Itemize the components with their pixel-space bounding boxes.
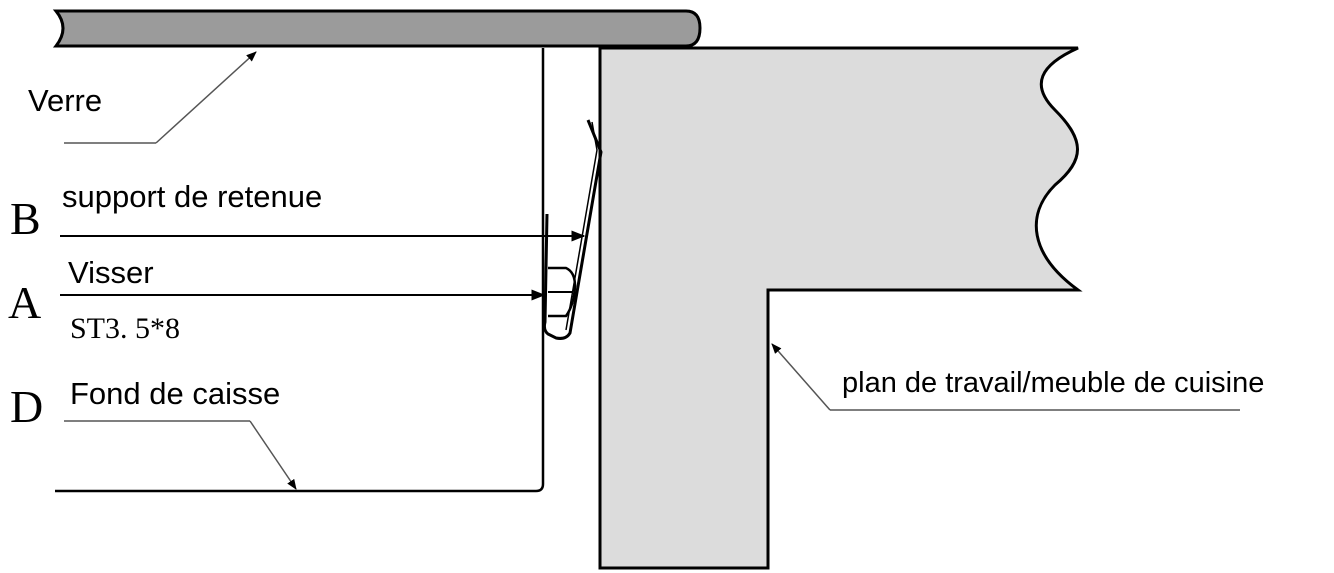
glass-panel <box>52 9 702 48</box>
retaining-clip-inner <box>565 121 598 331</box>
label-visser: Visser <box>68 255 154 290</box>
letter-d: D <box>10 381 43 432</box>
screw-head <box>548 266 577 318</box>
label-support: support de retenue <box>62 179 322 214</box>
box-bottom-outline <box>55 48 545 493</box>
letter-b: B <box>10 193 41 244</box>
label-verre: Verre <box>28 83 102 118</box>
fond-leader-arrow <box>249 420 297 490</box>
label-fond: Fond de caisse <box>70 376 280 411</box>
label-screw-spec: ST3. 5*8 <box>70 312 180 345</box>
retaining-clip <box>542 119 603 340</box>
letter-a: A <box>8 277 41 328</box>
verre-leader-arrow <box>155 51 257 144</box>
label-plan: plan de travail/meuble de cuisine <box>842 367 1264 399</box>
countertop-shape <box>598 46 1083 570</box>
plan-leader-arrow <box>771 343 831 411</box>
